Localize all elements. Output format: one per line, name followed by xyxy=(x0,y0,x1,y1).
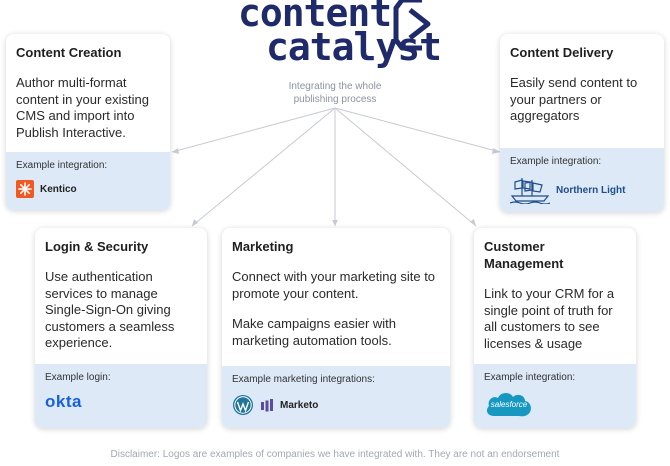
okta-logo: okta xyxy=(45,392,82,411)
ship-icon xyxy=(510,178,550,204)
partner-logos: Kentico xyxy=(16,180,160,198)
marketo-logo: Marketo xyxy=(280,399,319,411)
connector-arrow xyxy=(332,220,338,226)
card-footer: Example marketing integrations: Marketo xyxy=(222,366,450,428)
card-description: Connect with your marketing site to prom… xyxy=(232,269,436,301)
footer-label: Example integration: xyxy=(16,160,108,171)
card-footer: Example integration: Northern Light xyxy=(500,148,664,212)
connector-arrow xyxy=(470,219,476,226)
disclaimer: Disclaimer: Logos are examples of compan… xyxy=(110,449,560,460)
kentico-icon xyxy=(16,180,34,198)
footer-label: Example integration: xyxy=(484,372,576,383)
card-title: Content Creation xyxy=(16,45,122,60)
connector-creation xyxy=(171,107,336,153)
salesforce-logo: salesforce xyxy=(490,400,528,409)
card-marketing: Marketing Connect with your marketing si… xyxy=(222,228,450,428)
partner-logos: Northern Light xyxy=(510,176,654,204)
connector-login xyxy=(191,107,336,227)
card-login-security: Login & Security Use authentication serv… xyxy=(35,228,207,428)
card-title: Customer Management xyxy=(484,239,564,271)
footer-label: Example integration: xyxy=(510,156,602,167)
catalyst-mark-icon xyxy=(393,0,431,51)
connector-customer xyxy=(334,107,477,227)
card-title: Login & Security xyxy=(45,239,149,254)
connector-arrow xyxy=(192,219,198,226)
card-footer: Example login: okta xyxy=(35,364,207,428)
card-description: Use authentication services to manage Si… xyxy=(45,269,175,350)
card-footer: Example integration: Kentico xyxy=(6,152,170,210)
card-customer-management: Customer Management Link to your CRM for… xyxy=(474,228,636,428)
wordpress-icon xyxy=(233,395,253,415)
marketo-icon xyxy=(261,399,273,412)
northern-light-logo: Northern Light xyxy=(556,184,626,196)
salesforce-cloud-icon xyxy=(486,392,531,417)
connector-delivery xyxy=(334,107,501,153)
partner-logos: okta xyxy=(45,392,197,412)
footer-label: Example marketing integrations: xyxy=(232,374,375,385)
card-title: Content Delivery xyxy=(510,45,614,60)
card-content-delivery: Content Delivery Easily send content to … xyxy=(500,34,664,212)
connector-arrow xyxy=(492,148,500,154)
logo-word-content: content xyxy=(238,0,392,35)
content-catalyst-logo: content catalyst xyxy=(238,0,442,66)
card-description: Link to your CRM for a single point of t… xyxy=(484,286,615,351)
card-description: Easily send content to your partners or … xyxy=(510,75,638,123)
card-footer: Example integration: salesforce xyxy=(474,364,636,428)
card-description: Make campaigns easier with marketing aut… xyxy=(232,316,397,348)
card-content-creation: Content Creation Author multi-format con… xyxy=(6,34,170,210)
kentico-logo: Kentico xyxy=(40,183,77,195)
partner-logos: salesforce xyxy=(484,388,534,418)
connector-arrow xyxy=(172,148,179,154)
footer-label: Example login: xyxy=(45,372,111,383)
card-title: Marketing xyxy=(232,239,294,254)
tagline: Integrating the whole publishing process xyxy=(288,81,382,105)
card-description: Author multi-format content in your exis… xyxy=(16,75,149,140)
partner-logos: Marketo xyxy=(232,394,440,416)
